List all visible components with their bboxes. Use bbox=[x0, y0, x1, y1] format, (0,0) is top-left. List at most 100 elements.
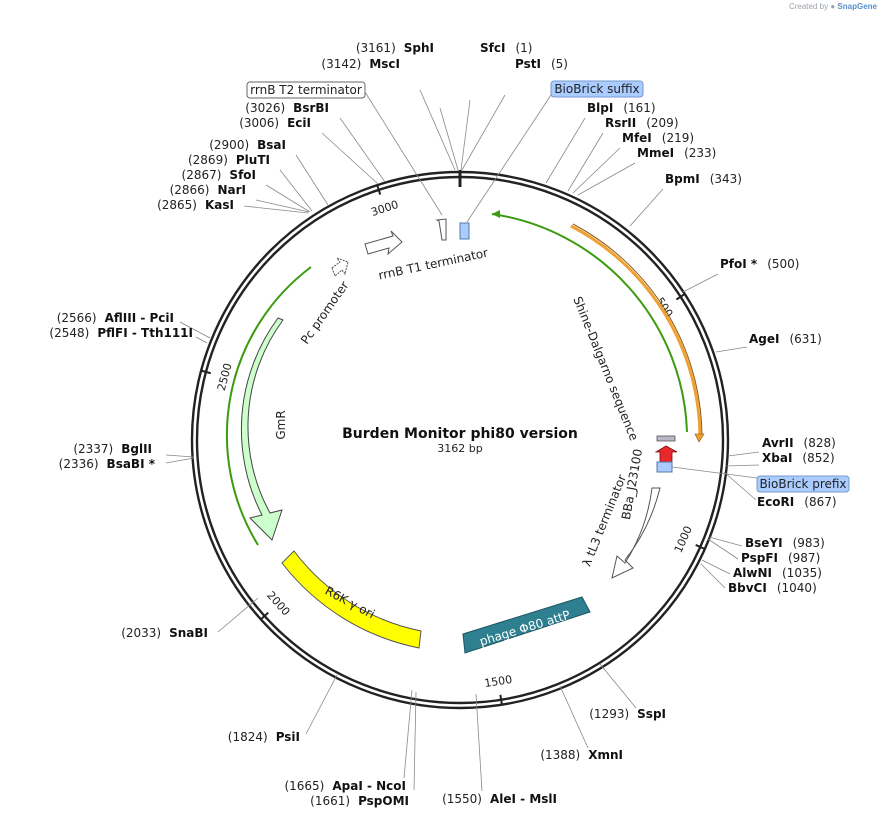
enzyme-leader-line bbox=[255, 199, 310, 213]
enzyme-site[interactable]: BsrBI(3026) bbox=[245, 101, 386, 183]
ribosome-binding-site-feature[interactable] bbox=[656, 435, 676, 442]
enzyme-name: BsaI bbox=[257, 138, 286, 152]
enzyme-site[interactable]: PsiI(1824) bbox=[228, 674, 338, 744]
biobrick-prefix-label-box[interactable] bbox=[756, 475, 850, 493]
biobrick-suffix-leader-line bbox=[466, 94, 552, 223]
snapgene-credit: Created by ● SnapGene bbox=[789, 2, 877, 11]
enzyme-site[interactable]: BpmI(343) bbox=[629, 172, 742, 227]
enzyme-site[interactable]: XmnI(1388) bbox=[540, 685, 623, 762]
enzyme-name: KasI bbox=[205, 198, 234, 212]
enzyme-site[interactable]: NarI (2866) bbox=[170, 183, 310, 213]
enzyme-position: (1661) bbox=[310, 794, 350, 808]
enzyme-site[interactable]: AgeI(631) bbox=[715, 332, 822, 353]
enzyme-position: (2337) bbox=[73, 442, 113, 456]
enzyme-site[interactable]: BglII(2337) bbox=[73, 442, 195, 458]
enzyme-site[interactable]: SphI(3161) bbox=[356, 41, 459, 171]
enzyme-name: XbaI bbox=[762, 451, 792, 465]
enzyme-leader-line bbox=[195, 336, 208, 344]
enzyme-leader-line bbox=[165, 454, 195, 458]
enzyme-site[interactable]: AflIII - PciI(2566) bbox=[57, 311, 211, 339]
tick-mark bbox=[260, 611, 269, 621]
enzyme-leader-line bbox=[475, 693, 483, 792]
shine-dalgarno-green-arc[interactable] bbox=[491, 213, 688, 433]
enzyme-site[interactable]: RsrII(209) bbox=[567, 116, 679, 192]
tick-mark bbox=[376, 184, 382, 195]
shine-dalgarno-orange-arc[interactable] bbox=[570, 224, 702, 437]
enzyme-site[interactable]: KasI(2865) bbox=[157, 198, 309, 214]
plasmid-name: Burden Monitor phi80 version bbox=[342, 426, 578, 442]
enzyme-site[interactable]: PspOMI(1661) bbox=[310, 691, 417, 808]
biobrick-prefix-feature[interactable] bbox=[656, 461, 673, 473]
enzyme-leader-line bbox=[682, 273, 719, 293]
phage-attp-feature[interactable] bbox=[462, 596, 591, 654]
enzyme-position: (1040) bbox=[777, 581, 817, 595]
enzyme-site[interactable]: SfcI(1) bbox=[460, 41, 532, 171]
enzyme-position: (3026) bbox=[245, 101, 285, 115]
gmr-feature-arrow[interactable] bbox=[240, 317, 284, 541]
enzyme-site[interactable]: MfeI(219) bbox=[572, 131, 694, 194]
enzyme-site[interactable]: XbaI(852) bbox=[725, 451, 835, 467]
rrnb-t2-terminator-label-group[interactable]: rrnB T2 terminator bbox=[246, 81, 443, 216]
enzyme-site[interactable]: BsaI(2900) bbox=[209, 138, 329, 206]
enzyme-site[interactable]: MscI(3142) bbox=[321, 57, 456, 171]
enzyme-name: BpmI bbox=[665, 172, 700, 186]
enzyme-position: (3161) bbox=[356, 41, 396, 55]
gmr-label: GmR bbox=[274, 410, 288, 439]
tick-label: 2000 bbox=[264, 589, 292, 619]
rrnb-t2-label-box bbox=[246, 81, 366, 99]
enzyme-site[interactable]: EcoRI(867) bbox=[723, 471, 837, 509]
enzyme-name: AleI - MslI bbox=[490, 792, 557, 806]
shine-dalgarno-arrowhead bbox=[492, 210, 500, 218]
enzyme-leader-line bbox=[727, 451, 760, 457]
enzyme-site[interactable]: SfoI(2867) bbox=[182, 168, 311, 213]
enzyme-site[interactable]: BbvCI (1040) bbox=[700, 563, 817, 595]
enzyme-site[interactable]: PspFI(987) bbox=[707, 538, 820, 565]
r6k-ori-feature[interactable] bbox=[281, 550, 422, 649]
enzyme-name: BlpI bbox=[587, 101, 613, 115]
enzyme-position: (5) bbox=[551, 57, 568, 71]
enzyme-site[interactable]: ApaI - NcoI(1665) bbox=[284, 689, 413, 793]
enzyme-site[interactable]: BlpI(161) bbox=[545, 101, 656, 184]
enzyme-site[interactable]: PluTI(2869) bbox=[188, 153, 313, 212]
enzyme-position: (2866) bbox=[170, 183, 210, 197]
rrnb-t1-terminator-arrow[interactable] bbox=[364, 230, 403, 256]
rrnb-t2-terminator-feature[interactable] bbox=[435, 218, 447, 241]
enzyme-site[interactable]: EciI(3006) bbox=[239, 116, 379, 185]
enzyme-site[interactable]: SspI(1293) bbox=[589, 663, 666, 721]
bba-j23100-promoter-arrow[interactable] bbox=[654, 445, 678, 465]
enzyme-name: NarI bbox=[217, 183, 246, 197]
plasmid-length: 3162 bp bbox=[437, 442, 482, 455]
credit-brand: SnapGene bbox=[837, 2, 877, 11]
biobrick-suffix-group[interactable]: BioBrick suffix bbox=[459, 80, 644, 240]
enzyme-site[interactable]: PfoI *(500) bbox=[682, 257, 799, 293]
enzyme-leader-line bbox=[707, 538, 739, 560]
biobrick-suffix-feature[interactable] bbox=[459, 222, 470, 240]
enzyme-site[interactable]: AlwNI(1035) bbox=[701, 559, 822, 580]
enzyme-leader-line bbox=[599, 663, 637, 709]
enzyme-site[interactable]: SnaBI(2033) bbox=[121, 597, 259, 640]
shine-dalgarno-orange-outline bbox=[572, 223, 703, 437]
tl3-terminator-arrow[interactable] bbox=[611, 487, 661, 579]
enzyme-site[interactable]: BseYI(983) bbox=[708, 536, 825, 550]
tick-label: 1500 bbox=[483, 673, 513, 690]
enzyme-position: (1665) bbox=[284, 779, 324, 793]
enzyme-position: (2566) bbox=[57, 311, 97, 325]
enzyme-site[interactable]: MmeI(233) bbox=[577, 146, 716, 196]
enzyme-position: (867) bbox=[804, 495, 836, 509]
enzyme-site[interactable]: BsaBI *(2336) bbox=[59, 457, 195, 471]
enzyme-site[interactable]: PstI(5) bbox=[461, 57, 568, 171]
enzyme-site[interactable]: PflFI - Tth111I(2548) bbox=[49, 326, 208, 344]
enzyme-name: BbvCI bbox=[728, 581, 767, 595]
enzyme-name: SnaBI bbox=[169, 626, 208, 640]
enzyme-leader-line bbox=[243, 205, 309, 214]
enzyme-leader-line bbox=[559, 685, 589, 749]
pc-promoter-label: Pc promoter bbox=[298, 279, 352, 347]
enzyme-leader-line bbox=[339, 117, 386, 183]
biobrick-prefix-label: BioBrick prefix bbox=[759, 477, 846, 491]
enzyme-site[interactable]: AvrII(828) bbox=[727, 436, 836, 457]
enzyme-name: PspFI bbox=[741, 551, 778, 565]
pc-promoter-arrow[interactable] bbox=[331, 256, 349, 277]
enzyme-site[interactable]: AleI - MslI(1550) bbox=[442, 693, 557, 806]
enzyme-name: PluTI bbox=[236, 153, 270, 167]
